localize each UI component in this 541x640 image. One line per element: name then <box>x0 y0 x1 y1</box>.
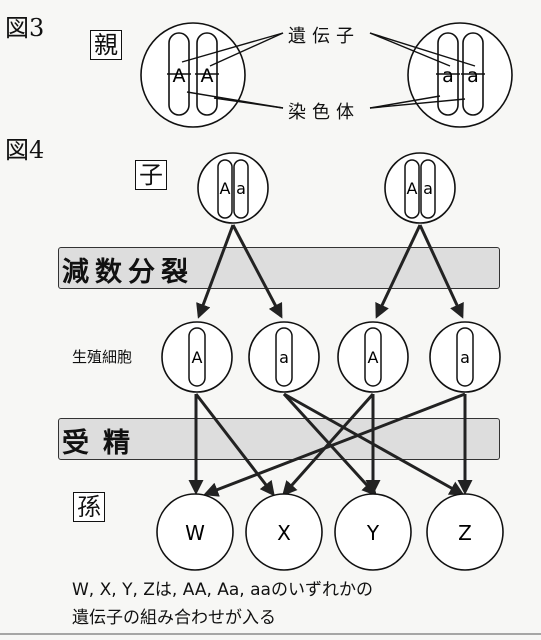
right-parent-cell: a a <box>407 22 513 128</box>
grandchild-x-label: X <box>277 521 291 545</box>
gamete-cell-1: A <box>161 321 233 393</box>
figure4-title: 図4 <box>5 136 45 164</box>
chromosome-label: 染色体 <box>288 102 360 123</box>
figure3-title: 図3 <box>5 14 45 42</box>
parent-box-label: 親 <box>90 30 122 60</box>
explanation-note: W, X, Y, Zは, AA, Aa, aaのいずれかの 遺伝子の組み合わせが… <box>72 576 373 632</box>
gamete-4-allele: a <box>460 348 470 367</box>
grandchild-cell-z: Z <box>426 493 504 571</box>
meiosis-band <box>58 247 500 289</box>
grandchild-y-label: Y <box>366 521 380 545</box>
gamete-1-allele: A <box>192 348 203 367</box>
left-parent-allele-1: A <box>173 65 186 87</box>
left-parent-allele-2: A <box>201 65 214 87</box>
child-box-label: 子 <box>135 160 167 190</box>
grandchild-z-label: Z <box>458 521 472 545</box>
meiosis-band-label: 減数分裂 <box>62 257 194 288</box>
fertilization-band-label: 受精 <box>62 428 144 459</box>
child-left-allele-2: a <box>236 179 246 198</box>
explanation-line-2: 遺伝子の組み合わせが入る <box>72 608 276 628</box>
child-cell-right: A a <box>384 152 456 224</box>
fig3-leader-lines <box>181 32 476 109</box>
grandchild-cell-x: X <box>245 493 323 571</box>
gamete-2-allele: a <box>279 348 289 367</box>
right-parent-allele-2: a <box>467 65 479 87</box>
left-parent-cell: A A <box>140 22 246 128</box>
gamete-cell-4: a <box>429 321 501 393</box>
meiosis-arrows <box>196 224 464 319</box>
grandchild-w-label: W <box>185 521 205 545</box>
grandchild-box-label: 孫 <box>73 492 105 522</box>
gamete-cell-2: a <box>248 321 320 393</box>
child-left-allele-1: A <box>220 179 231 198</box>
fertilization-arrows <box>188 392 473 497</box>
gamete-cell-3: A <box>337 321 409 393</box>
gene-label: 遺伝子 <box>288 26 360 47</box>
child-cell-left: A a <box>197 152 269 224</box>
right-parent-allele-1: a <box>442 65 454 87</box>
gamete-label: 生殖細胞 <box>72 348 133 366</box>
grandchild-cell-y: Y <box>334 493 412 571</box>
child-right-allele-2: a <box>423 179 433 198</box>
explanation-line-1: W, X, Y, Zは, AA, Aa, aaのいずれかの <box>72 580 373 600</box>
gamete-3-allele: A <box>368 348 379 367</box>
grandchild-cell-w: W <box>156 493 234 571</box>
child-right-allele-1: A <box>407 179 418 198</box>
fertilization-band <box>58 418 500 460</box>
